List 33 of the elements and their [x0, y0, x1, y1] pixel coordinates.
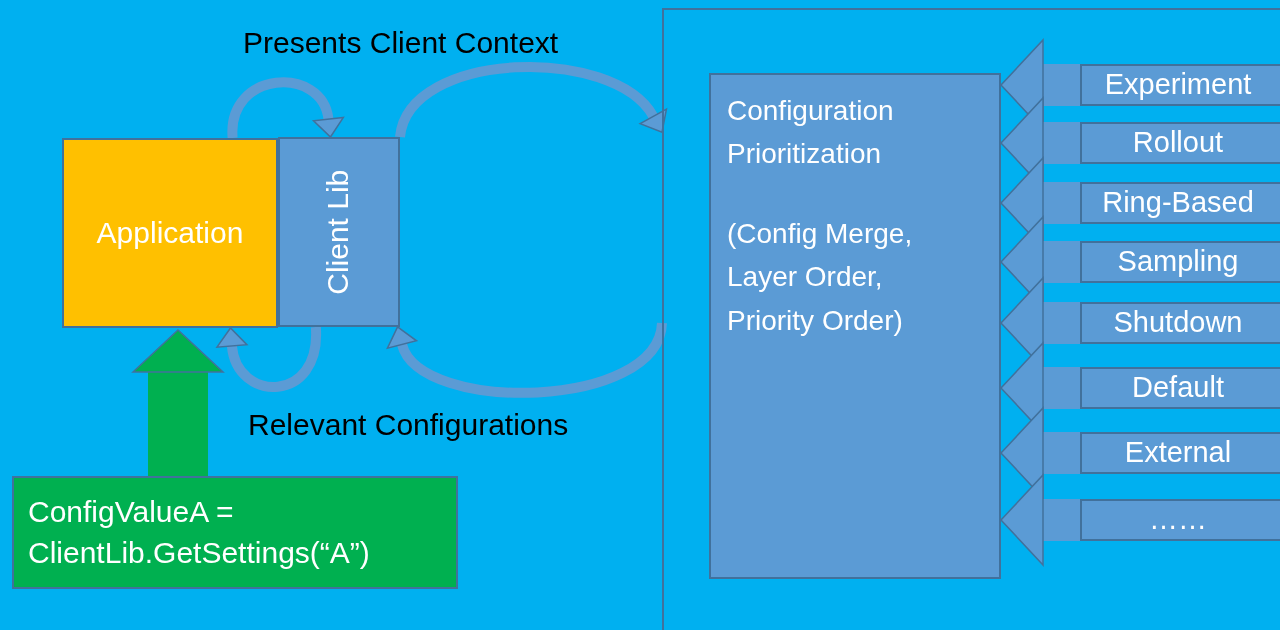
node-label: External [1124, 435, 1232, 471]
process-box [62, 138, 278, 328]
block-arrow-body [1080, 367, 1280, 409]
curved-arrow [395, 62, 666, 139]
block-arrow-body [1080, 64, 1280, 106]
curved-arrow [216, 326, 321, 392]
node-label: Sampling [1117, 244, 1239, 280]
node-label: ConfigValueA = ClientLib.GetSettings(“A”) [28, 494, 371, 571]
process-box [709, 73, 1001, 579]
node-label: Rollout [1132, 125, 1224, 161]
node-label: Shutdown [1113, 305, 1243, 341]
block-arrow-body [1080, 302, 1280, 344]
block-arrow [132, 329, 224, 476]
node-label: Experiment [1104, 67, 1252, 103]
code-box [12, 476, 458, 589]
caption-text: Presents Client Context [243, 26, 559, 60]
block-arrow [1000, 474, 1080, 566]
node-label: Ring-Based [1102, 185, 1254, 221]
process-box [278, 137, 400, 327]
block-arrow-body [1080, 122, 1280, 164]
node-label: Client Lib [320, 169, 356, 295]
block-arrow-body [1080, 432, 1280, 474]
block-arrow-body [1080, 499, 1280, 541]
node-label: (Config Merge, Layer Order, Priority Order) [727, 216, 914, 338]
node-label: Application [96, 214, 244, 251]
node-title: Configuration Prioritization [727, 94, 895, 172]
curved-arrow [388, 321, 667, 398]
node-label: Default [1132, 370, 1224, 406]
block-arrow-body [1080, 182, 1280, 224]
curved-arrow [227, 77, 344, 139]
node-label: …… [1149, 502, 1207, 538]
block-arrow-body [1080, 241, 1280, 283]
caption-text: Relevant Configurations [248, 408, 569, 442]
